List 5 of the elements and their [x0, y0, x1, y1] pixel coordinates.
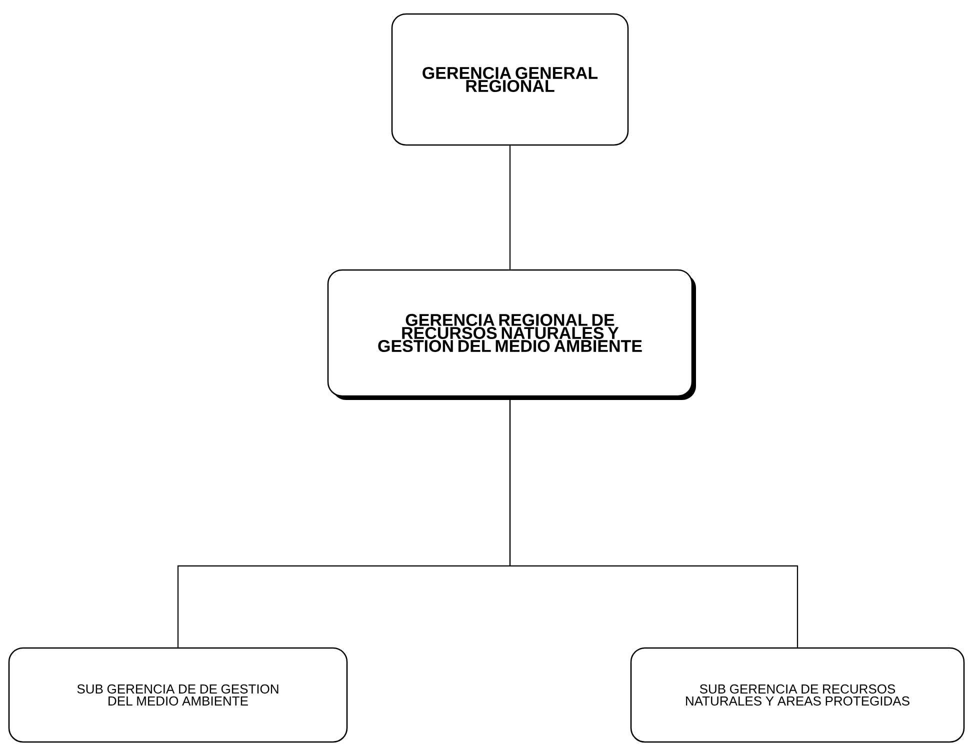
org-box: GERENCIA REGIONAL DE RECURSOS NATURALES Y GESTION DEL MEDIO AMBIENTE: [327, 269, 696, 400]
org-box: SUB GERENCIA DE DE GESTION DEL MEDIO AMBIENTE: [8, 647, 348, 743]
org-box: SUB GERENCIA DE RECURSOS NATURALES Y AREAS PROTEGIDAS: [630, 647, 965, 743]
org-box: GERENCIA GENERAL REGIONAL: [391, 13, 629, 146]
connector-line: [509, 146, 511, 270]
